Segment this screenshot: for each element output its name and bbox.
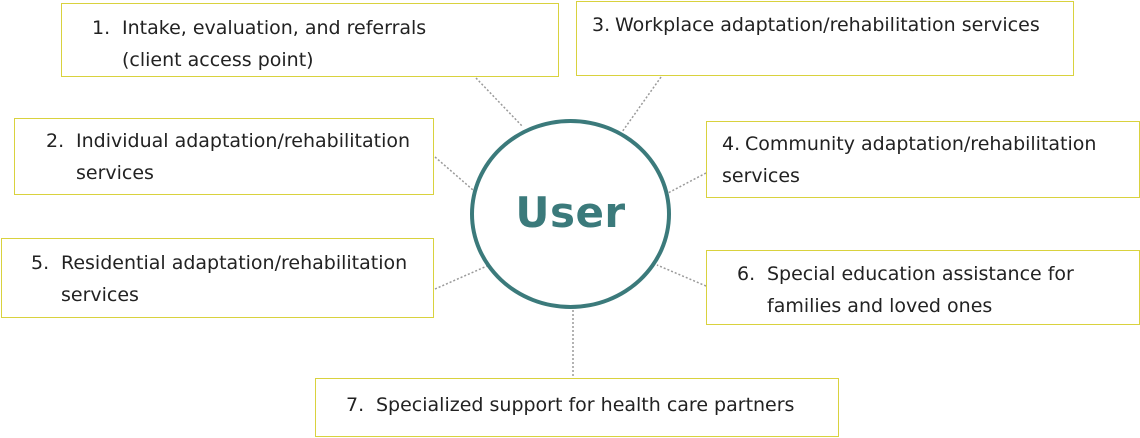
service-box-1: 1. Intake, evaluation, and referrals (cl…: [61, 3, 559, 77]
service-box-7: 7. Specialized support for health care p…: [315, 378, 839, 437]
service-box-3: 3. Workplace adaptation/rehabilitation s…: [576, 1, 1074, 76]
service-label-line: Intake, evaluation, and referrals: [122, 17, 427, 39]
connector-2: [434, 156, 474, 191]
service-label-line: Community adaptation/rehabilitation: [745, 133, 1097, 155]
service-label-line: families and loved ones: [767, 295, 993, 317]
service-number: 7.: [346, 394, 365, 416]
service-label-line: services: [61, 284, 139, 306]
service-label-line: services: [722, 165, 800, 187]
service-box-2: 2. Individual adaptation/rehabilitation …: [14, 118, 434, 195]
service-box-6: 6. Special education assistance for fami…: [706, 250, 1140, 325]
connector-4: [667, 172, 707, 194]
service-number: 4.: [722, 133, 741, 155]
service-number: 3.: [592, 14, 611, 36]
connector-3: [621, 76, 662, 133]
service-label-line: Residential adaptation/rehabilitation: [61, 252, 408, 274]
service-label-line: Workplace adaptation/rehabilitation serv…: [615, 14, 1040, 36]
service-number: 6.: [737, 263, 756, 285]
service-number: 1.: [92, 17, 111, 39]
service-label-line: Special education assistance for: [767, 263, 1074, 285]
connector-6: [656, 264, 707, 287]
service-number: 2.: [46, 130, 65, 152]
service-label-line: Specialized support for health care part…: [376, 394, 795, 416]
service-label-line: (client access point): [122, 49, 314, 71]
hub-label: User: [515, 187, 626, 237]
service-label-line: Individual adaptation/rehabilitation: [76, 130, 411, 152]
connector-1: [475, 77, 524, 128]
service-number: 5.: [31, 252, 50, 274]
service-box-4: 4. Community adaptation/rehabilitation s…: [706, 121, 1140, 198]
service-box-5: 5. Residential adaptation/rehabilitation…: [1, 238, 434, 318]
user-hub-circle: User: [470, 119, 671, 309]
service-label-line: services: [76, 162, 154, 184]
connector-5: [434, 265, 488, 290]
